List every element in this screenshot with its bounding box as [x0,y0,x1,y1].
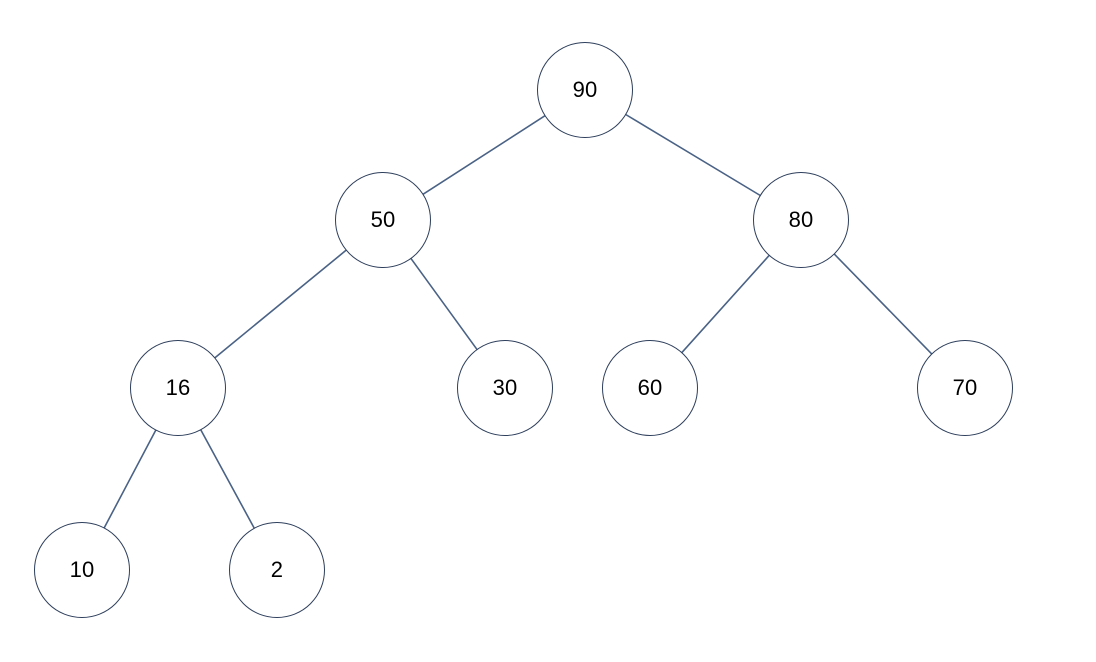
tree-edge-90-50 [422,115,546,195]
tree-node-90[interactable]: 90 [537,42,633,138]
tree-node-label: 2 [270,557,284,582]
tree-node-70[interactable]: 70 [917,340,1013,436]
tree-edge-50-16 [214,249,347,359]
tree-node-label: 80 [788,207,814,232]
tree-edge-16-2 [200,429,255,529]
tree-edge-16-10 [103,429,157,529]
tree-node-10[interactable]: 10 [34,522,130,618]
tree-node-16[interactable]: 16 [130,340,226,436]
tree-edge-90-80 [625,113,761,197]
tree-node-50[interactable]: 50 [335,172,431,268]
tree-node-label: 60 [637,375,663,400]
tree-node-80[interactable]: 80 [753,172,849,268]
tree-node-2[interactable]: 2 [229,522,325,618]
tree-node-label: 30 [492,375,518,400]
tree-edge-50-30 [410,258,478,350]
tree-node-label: 50 [370,207,396,232]
tree-node-label: 16 [165,375,191,400]
tree-node-60[interactable]: 60 [602,340,698,436]
tree-node-label: 70 [952,375,978,400]
tree-node-label: 90 [572,77,598,102]
tree-node-30[interactable]: 30 [457,340,553,436]
tree-edge-80-70 [833,253,933,355]
tree-node-label: 10 [69,557,95,582]
tree-edge-80-60 [681,254,770,354]
